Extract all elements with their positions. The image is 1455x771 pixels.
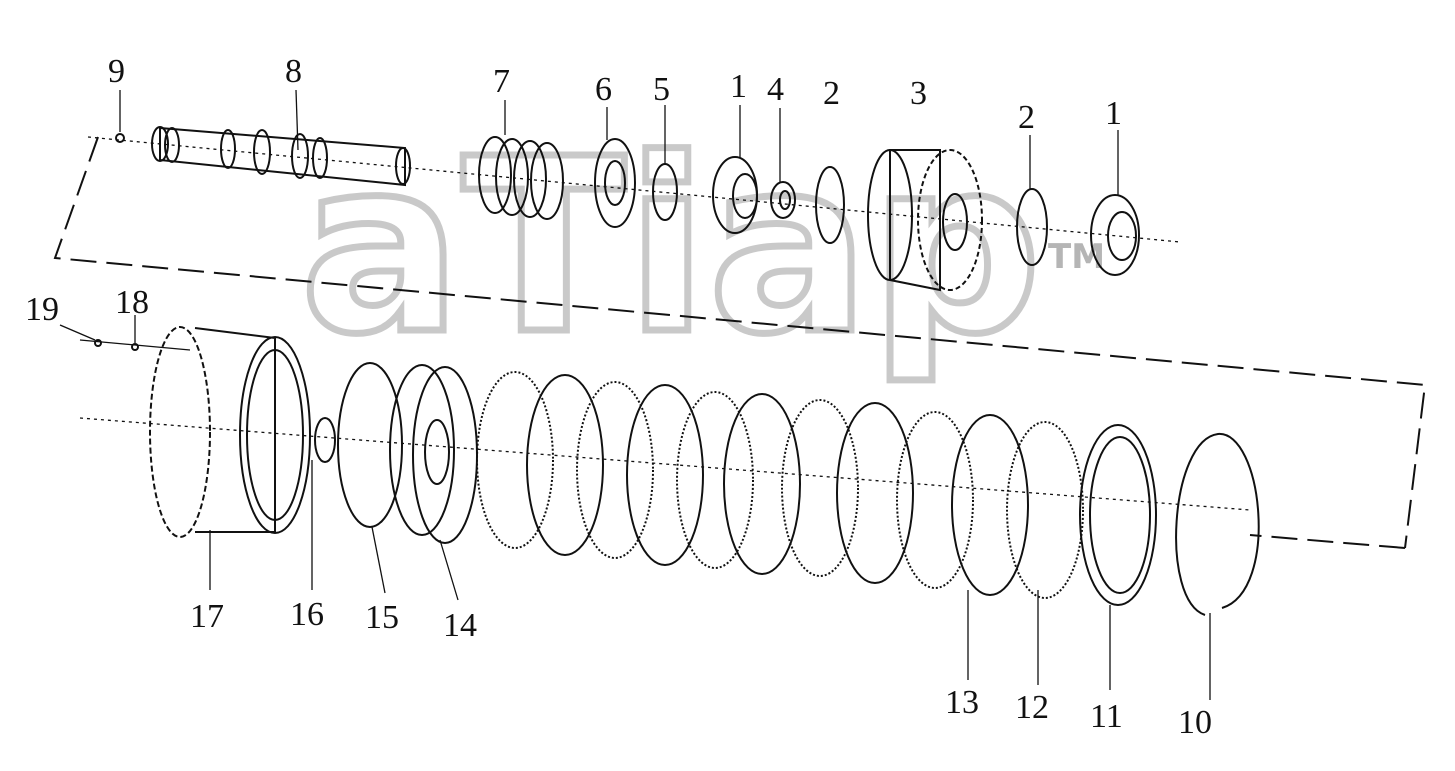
part-15-ring <box>337 362 403 528</box>
callout-9: 9 <box>108 53 125 90</box>
callout-11: 11 <box>1090 698 1123 735</box>
part-6-washer <box>594 138 636 228</box>
callout-12: 12 <box>1015 689 1049 726</box>
part-12-friction-disc <box>1006 421 1084 599</box>
part-2-ring-a <box>815 166 845 244</box>
part-14-piston <box>389 364 478 544</box>
friction-disc <box>676 391 754 569</box>
callout-6: 6 <box>595 71 612 108</box>
part-9-ball <box>115 133 125 143</box>
watermark-tm: TM <box>1048 237 1105 277</box>
steel-plate <box>836 402 914 584</box>
leader-lines <box>59 89 1211 700</box>
callout-16: 16 <box>290 596 324 633</box>
part-8-shaft <box>151 126 411 187</box>
callout-14: 14 <box>443 607 477 644</box>
callout-3: 3 <box>910 75 927 112</box>
callout-4: 4 <box>767 71 784 108</box>
part-11-pressure-plate <box>1079 424 1157 606</box>
friction-disc <box>576 381 654 559</box>
steel-plate <box>626 384 704 566</box>
callout-2b: 2 <box>1018 99 1035 136</box>
callout-2a: 2 <box>823 75 840 112</box>
callout-17: 17 <box>190 598 224 635</box>
friction-disc <box>476 371 554 549</box>
steel-plate <box>526 374 604 556</box>
callout-1a: 1 <box>730 68 747 105</box>
part-1-bearing-b <box>1090 194 1140 276</box>
callout-7: 7 <box>493 63 510 100</box>
callout-15: 15 <box>365 599 399 636</box>
part-7-spring <box>478 136 564 220</box>
part-13-steel-plate <box>951 414 1029 596</box>
callout-labels: 9 8 7 6 5 1 4 2 3 2 1 19 18 17 16 15 14 … <box>25 53 1212 741</box>
part-18-ball <box>131 343 139 351</box>
callout-8: 8 <box>285 53 302 90</box>
steel-plate <box>723 393 801 575</box>
part-1-bearing-a <box>712 156 758 234</box>
callout-13: 13 <box>945 684 979 721</box>
callout-18: 18 <box>115 284 149 321</box>
part-19-ball <box>94 339 102 347</box>
callout-5: 5 <box>653 71 670 108</box>
friction-disc <box>896 411 974 589</box>
callout-19: 19 <box>25 291 59 328</box>
part-3-gear <box>867 149 983 292</box>
part-16-ring <box>314 417 336 463</box>
callout-1b: 1 <box>1105 95 1122 132</box>
part-10-snap-ring <box>1175 432 1260 616</box>
part-17-drum <box>149 326 311 538</box>
part-4-spacer <box>770 181 796 219</box>
assembly-boundary <box>53 136 1427 549</box>
callout-10: 10 <box>1178 704 1212 741</box>
part-2-ring-b <box>1016 188 1048 266</box>
clutch-pack <box>476 371 1084 599</box>
friction-disc <box>781 399 859 577</box>
